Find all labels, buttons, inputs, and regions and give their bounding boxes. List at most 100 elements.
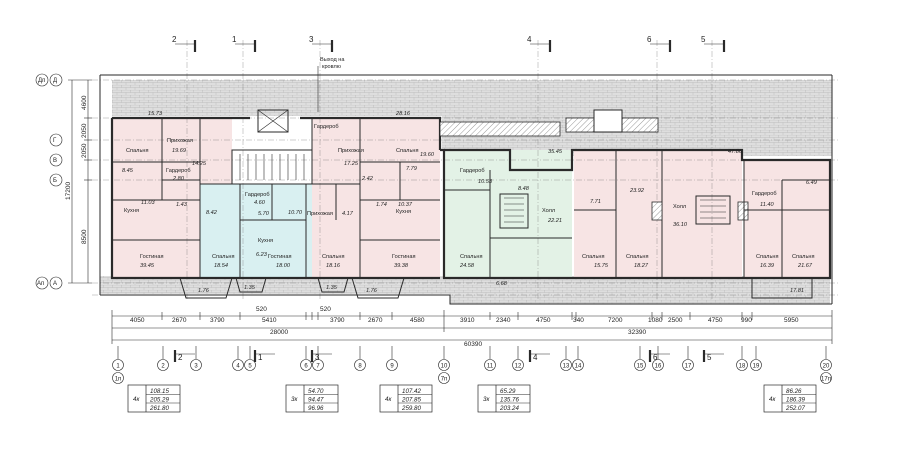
dim-total-right: 32390 [628,329,646,336]
axis-bubble [512,359,524,371]
axis-label: 16 [655,364,662,370]
room-name: Спальня [460,254,482,260]
apartment-tables: 4к108.15205.29261.803к54.7094.4796.964к1… [127,384,817,413]
left-dim: 8500 [81,229,88,244]
axis-label: 15 [637,364,644,370]
room-name: Кухня [258,238,273,244]
room-name: Гардероб [314,124,339,130]
room-name: Гостиная [140,254,163,260]
room-area: 11.40 [760,202,774,208]
dim-value: 3790 [210,317,225,324]
axis-label: 12 [515,364,522,370]
roof-paving-lower-right [450,276,830,304]
apartment-value: 108.15 [150,388,169,395]
axis-bubble-sub [112,372,124,384]
room-area: 10.70 [288,210,303,216]
room-name: Спальня [626,254,648,260]
left-dim: 4600 [81,95,88,110]
bottom-section-label: 3 [315,353,320,362]
room-area: 4.60 [254,200,266,206]
room-area: 39.45 [140,263,155,269]
axis-label: 5 [248,364,252,370]
room-name: Гостиная [268,254,291,260]
apartment-table [379,384,433,413]
axis-bubble [438,359,450,371]
apartment-value: 54.70 [308,388,324,395]
axis-bubble [157,359,169,371]
dim-value: 5410 [262,317,277,324]
axis-label-sub: 7п [441,377,448,383]
room-name: Спальня [756,254,778,260]
room-area: 7.71 [590,199,601,205]
row-axis-label: Б [53,178,57,184]
axis-bubble [572,359,584,371]
room-area: 1.74 [376,202,387,208]
room-area: 6.49 [806,180,817,186]
axis-bubble [484,359,496,371]
room-area: 17.81 [790,288,804,294]
bottom-section-label: 2 [178,353,183,362]
axis-bubble [190,359,202,371]
axis-bubble [300,359,312,371]
room-area: 2.42 [361,176,374,182]
dim-value: 1080 [648,317,663,324]
dim-value: 520 [256,306,267,313]
room-area: 8.42 [206,210,218,216]
axis-label: 11 [487,364,494,370]
room-name: Холл [542,208,555,214]
zone-apt-3 [312,118,440,278]
balcony-area: 1.76 [366,288,378,294]
room-area: 39.38 [394,263,409,269]
room-area: 6.68 [496,281,508,287]
room-area: 21.67 [797,263,813,269]
balcony-area: 1.35 [326,285,338,291]
bottom-section-label: 1 [258,353,263,362]
room-area: 16.39 [760,263,774,269]
room-area: 15.73 [148,111,163,117]
room-name: Гардероб [245,192,270,198]
room-area: 1.43 [176,202,188,208]
room-area: 19.69 [172,148,186,154]
top-axis-label: 1 [232,35,237,44]
room-area: 6.23 [256,252,268,258]
dim-value: 520 [320,306,331,313]
room-name: Спальня [792,254,814,260]
dim-row-1: 4050 2670 3790 5410 520 520 3790 2670 45… [130,306,799,324]
room-area: 10.37 [398,202,413,208]
apartment-value: 94.47 [308,397,324,404]
axis-bubble [312,359,324,371]
room-name: Спальня [212,254,234,260]
dim-value: 2670 [368,317,383,324]
apartment-value: 203.24 [499,405,519,412]
dim-value: 2340 [496,317,511,324]
room-area: 14.25 [192,161,207,167]
room-area: 22.21 [547,218,562,224]
room-area: 18.00 [276,263,291,269]
zone-apt-5 [574,150,662,278]
walls [99,74,833,305]
apartment-value: 252.07 [785,405,805,412]
room-name: Спальня [126,148,148,154]
room-area: 35.45 [548,149,563,155]
zone-apt-6 [662,150,742,278]
axis-label: 14 [575,364,582,370]
axis-bubble [634,359,646,371]
balcony-area: 1.35 [244,285,256,291]
axis-bubble [386,359,398,371]
room-name: Спальня [582,254,604,260]
axis-bubble [560,359,572,371]
dim-total-left: 28000 [270,329,288,336]
axis-label: 3 [194,364,198,370]
dim-value: 5950 [784,317,799,324]
room-area: 7.79 [406,166,417,172]
room-area: 24.58 [459,263,475,269]
axis-label-sub: 17п [821,377,831,383]
axis-label: 6 [304,364,308,370]
top-axis-label: 5 [701,35,706,44]
dim-total-overall: 60390 [464,341,482,348]
row-axis-bubbles [35,73,63,290]
room-name: Холл [673,204,686,210]
room-name: Гардероб [166,168,191,174]
row-axis-label: А [53,281,57,287]
